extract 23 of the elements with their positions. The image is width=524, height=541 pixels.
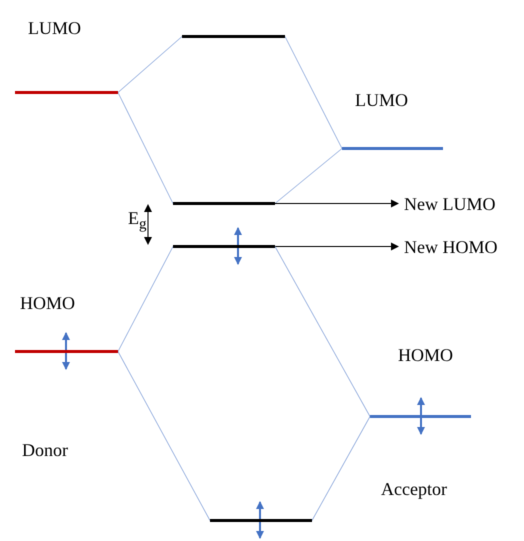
level-label: LUMO [355, 90, 408, 110]
energy-level [210, 519, 312, 522]
arrow [274, 242, 399, 250]
energy-level [182, 35, 285, 38]
text-label: Acceptor [381, 479, 447, 499]
energy-level [173, 245, 275, 248]
connector-line [274, 246, 370, 417]
connector-line [118, 246, 174, 352]
level-label: New LUMO [404, 194, 496, 214]
level-label: HOMO [398, 345, 454, 365]
level-label: LUMO [28, 18, 81, 38]
connector-line [118, 351, 210, 521]
text-label: Donor [22, 440, 68, 460]
connector-line [284, 36, 342, 149]
energy-level [173, 202, 275, 205]
text-label: E$_{g}$ [128, 208, 146, 235]
connector-line [118, 92, 174, 204]
connector-line [118, 36, 182, 93]
level-label: New HOMO [404, 237, 498, 257]
level-label: HOMO [20, 293, 76, 313]
connector-line [274, 148, 342, 204]
arrow [274, 200, 399, 208]
connector-line [312, 416, 370, 521]
